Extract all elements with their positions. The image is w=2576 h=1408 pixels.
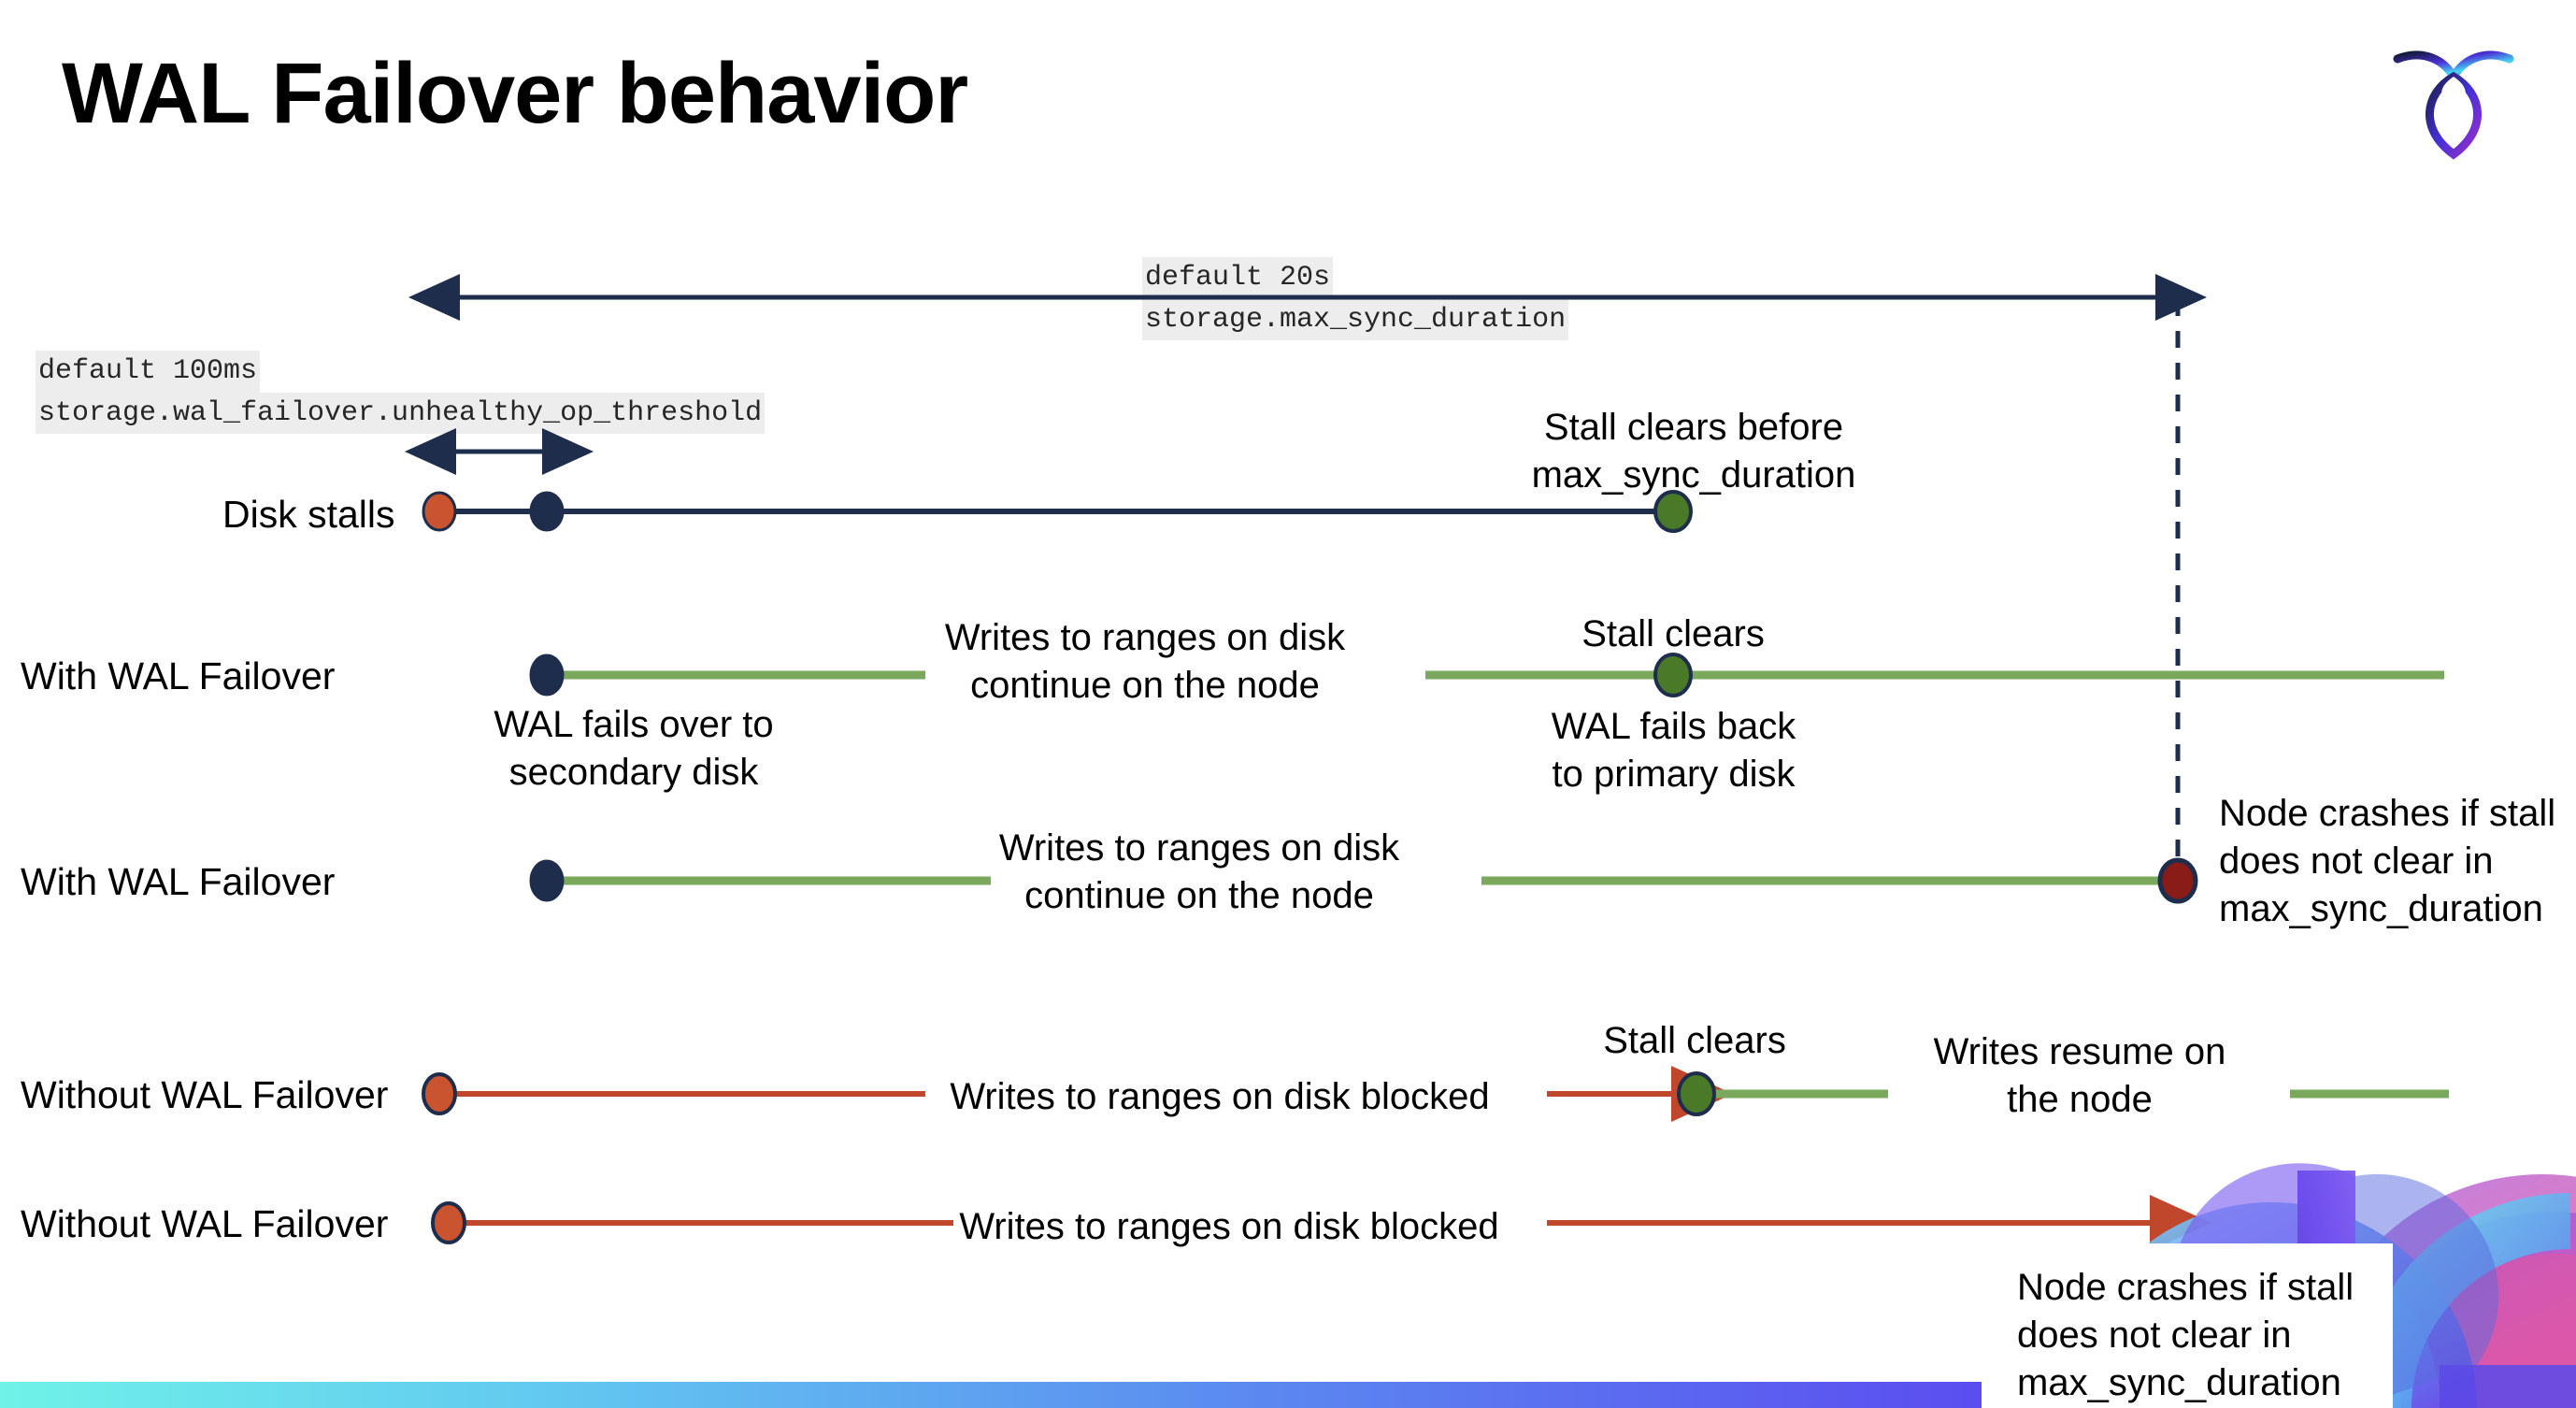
marker-green-dot bbox=[1653, 490, 1693, 533]
annotation-wal-fails-over: WAL fails over to secondary disk bbox=[428, 701, 839, 797]
annotation-line: to primary disk bbox=[1552, 754, 1796, 796]
timeline-row-without-wal-failover-1 bbox=[422, 1066, 2449, 1122]
timeline-row-disk-stalls bbox=[422, 490, 1693, 533]
annotation-writes-continue-row3: Writes to ranges on disk continue on the… bbox=[989, 825, 1410, 920]
marker-green-dot bbox=[1653, 653, 1693, 697]
marker-navy-dot bbox=[529, 859, 565, 902]
annotation-line: Writes to ranges on disk bbox=[998, 827, 1400, 869]
annotation-line: Node crashes if stall bbox=[2219, 793, 2556, 834]
annotation-line: Node crashes if stall bbox=[2017, 1267, 2354, 1308]
row-label-with-wal-failover-2: With WAL Failover bbox=[21, 860, 336, 903]
timeline-row-with-wal-failover-1 bbox=[529, 653, 2444, 697]
row-label-without-wal-failover-1: Without WAL Failover bbox=[21, 1073, 389, 1116]
annotation-stall-clears-row2: Stall clears bbox=[1581, 613, 1765, 654]
annotation-writes-blocked-row4: Writes to ranges on disk blocked bbox=[950, 1076, 1490, 1117]
annotation-line: Writes resume on bbox=[1933, 1031, 2226, 1072]
annotation-stall-clears-row4: Stall clears bbox=[1603, 1020, 1786, 1061]
marker-navy-dot bbox=[529, 491, 565, 532]
setting-default-unhealthy: default 100ms bbox=[36, 351, 261, 393]
row-label-disk-stalls: Disk stalls bbox=[222, 493, 395, 536]
marker-orange-dot bbox=[431, 1201, 466, 1244]
marker-dark-red-dot bbox=[2157, 857, 2198, 904]
annotation-line: does not clear in bbox=[2017, 1315, 2292, 1357]
annotation-stall-clears-before: Stall clears before max_sync_duration bbox=[1516, 404, 1871, 499]
annotation-writes-resume: Writes resume on the node bbox=[1925, 1028, 2234, 1124]
callout-background bbox=[1972, 1243, 2393, 1408]
annotation-writes-continue-row2: Writes to ranges on disk continue on the… bbox=[935, 614, 1355, 710]
annotation-line: Writes to ranges on disk bbox=[944, 617, 1346, 658]
annotation-wal-fails-back: WAL fails back to primary disk bbox=[1494, 703, 1853, 798]
annotation-line: Stall clears before bbox=[1543, 407, 1844, 448]
timeline-row-without-wal-failover-2 bbox=[431, 1195, 2211, 1251]
row-label-without-wal-failover-2: Without WAL Failover bbox=[21, 1202, 389, 1245]
marker-navy-dot bbox=[529, 654, 565, 697]
annotation-node-crashes-row3: Node crashes if stall does not clear in … bbox=[2219, 790, 2574, 934]
row-label-with-wal-failover-1: With WAL Failover bbox=[21, 654, 336, 697]
annotation-writes-blocked-row5: Writes to ranges on disk blocked bbox=[959, 1206, 1499, 1247]
annotation-line: secondary disk bbox=[508, 752, 759, 794]
annotation-line: the node bbox=[2007, 1079, 2153, 1121]
annotation-line: WAL fails over to bbox=[494, 704, 774, 745]
marker-orange-dot bbox=[422, 1072, 457, 1115]
annotation-line: max_sync_duration bbox=[2219, 888, 2543, 930]
marker-green-dot bbox=[1677, 1071, 1716, 1116]
timeline-row-with-wal-failover-2 bbox=[529, 857, 2198, 904]
bottom-accent-bar bbox=[0, 1382, 1982, 1408]
annotation-line: max_sync_duration bbox=[1531, 454, 1856, 496]
annotation-node-crashes-row5: Node crashes if stall does not clear in … bbox=[2017, 1264, 2391, 1408]
cockroachdb-logo bbox=[2393, 28, 2514, 168]
annotation-line: does not clear in bbox=[2219, 840, 2494, 883]
annotation-line: continue on the node bbox=[1024, 875, 1374, 917]
setting-label-unhealthy-op-threshold: default 100ms storage.wal_failover.unhea… bbox=[36, 351, 766, 435]
annotation-line: max_sync_duration bbox=[2017, 1362, 2341, 1404]
setting-name-unhealthy: storage.wal_failover.unhealthy_op_thresh… bbox=[36, 392, 766, 435]
page-title: WAL Failover behavior bbox=[62, 46, 968, 141]
marker-orange-dot bbox=[422, 491, 457, 532]
annotation-line: WAL fails back bbox=[1551, 706, 1796, 747]
annotation-line: continue on the node bbox=[970, 665, 1320, 707]
